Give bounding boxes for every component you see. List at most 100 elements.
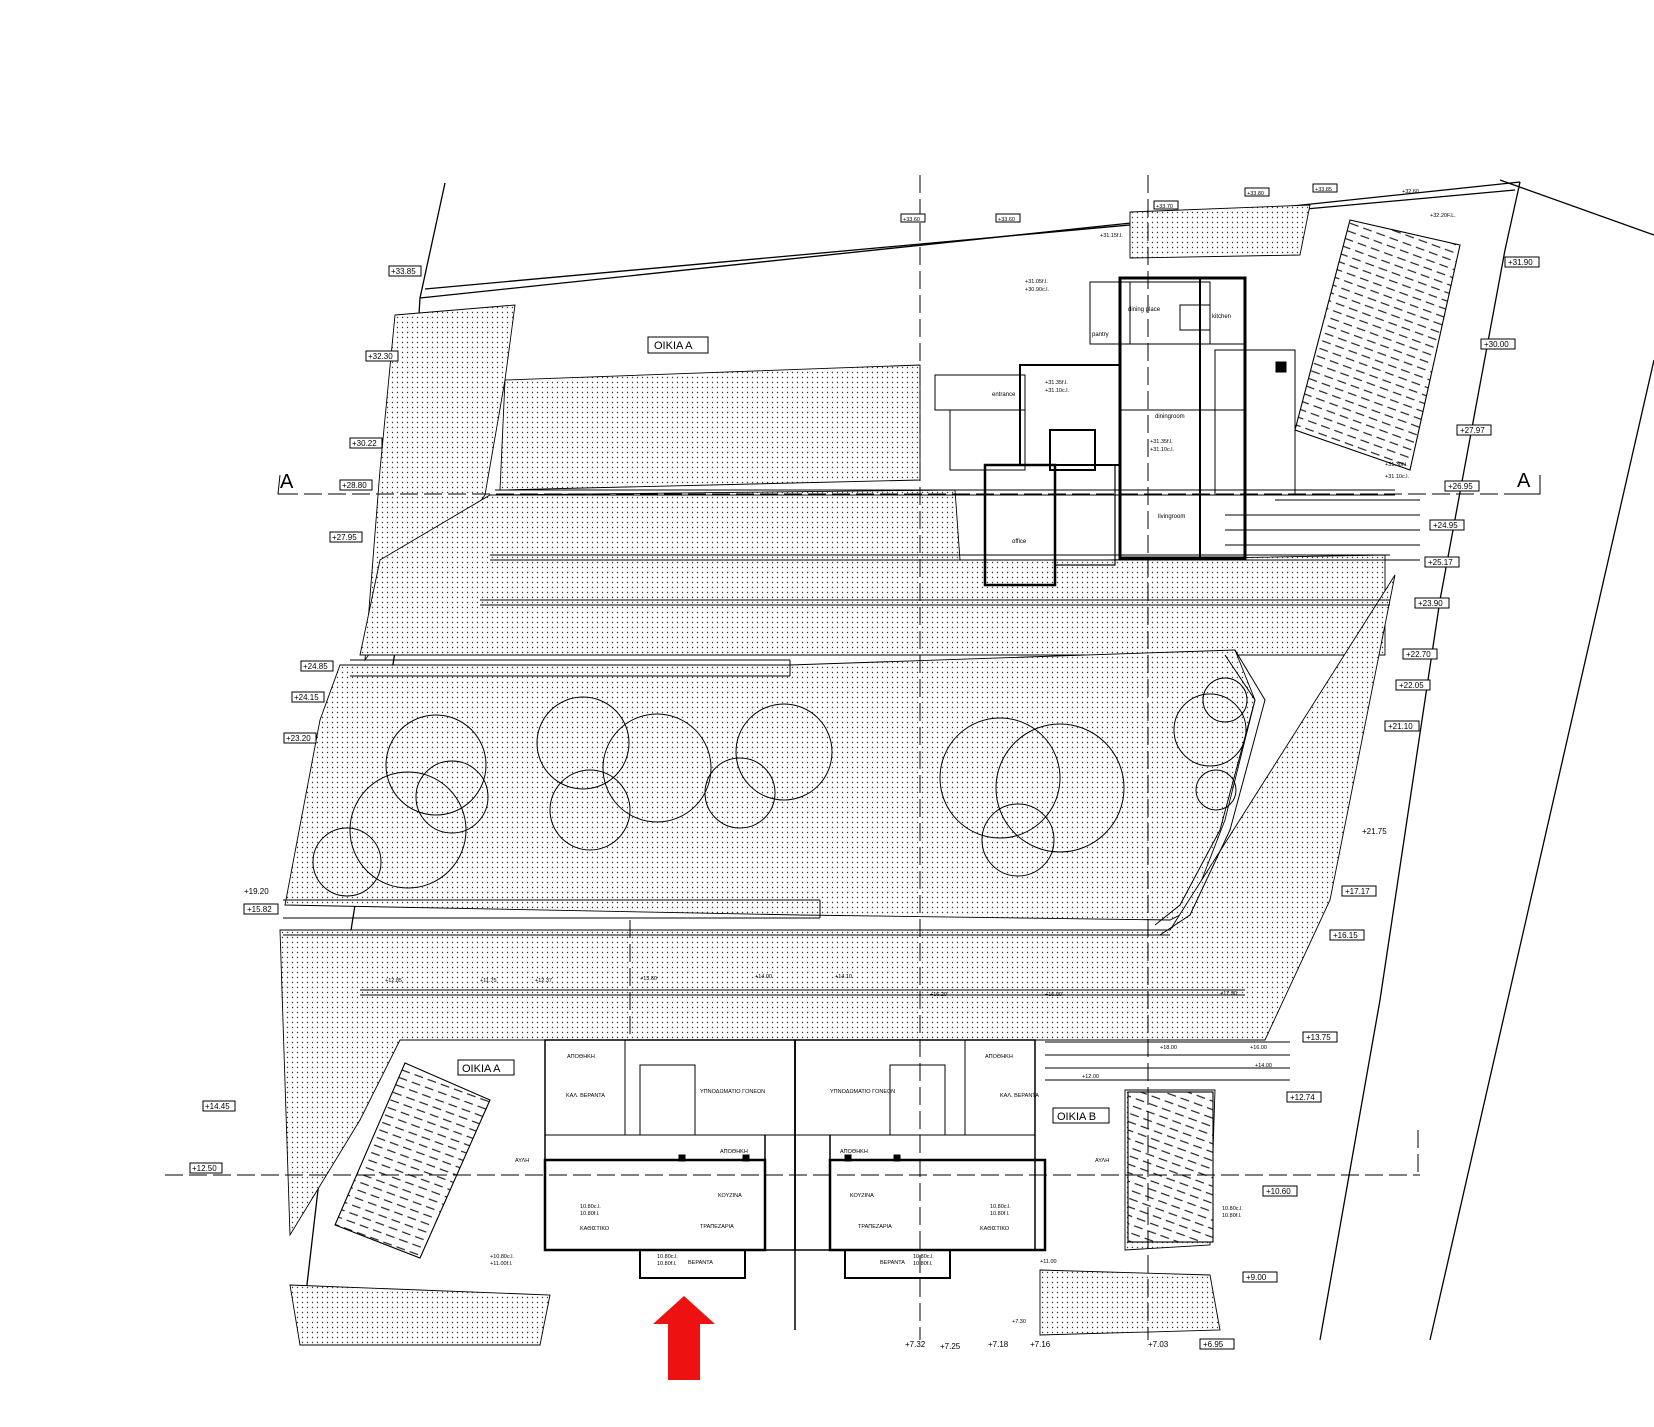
right-boundary-levels: +31.90 +30.00 +27.97 +26.95 +24.95 +25.1… [1242, 256, 1540, 1283]
room-a-kitchen: ΚΟΥΖΙΝΑ [718, 1193, 742, 1199]
room-dining-place: dining place [1128, 307, 1161, 313]
room-office: office [1012, 539, 1027, 545]
tree [549, 769, 631, 851]
room-livingroom: livingroom [1158, 514, 1185, 520]
boundary-level: +6.95 [1203, 1340, 1224, 1349]
boundary-level: +9.00 [1246, 1273, 1267, 1282]
boundary-level: +33.60 [903, 217, 920, 223]
road-level: +13.60 [640, 976, 657, 982]
lower-houses [543, 1039, 1047, 1330]
tree [349, 771, 467, 889]
level-a-veranda-fl: 10.80c.l. [657, 1254, 678, 1260]
road-level-markers: +12.85 +11.75 +12.37 +13.60 +14.00 +14.1… [385, 974, 1272, 1325]
boundary-level: +21.10 [1388, 722, 1413, 731]
section-mark-right-bracket [1522, 475, 1541, 495]
level-b-sitting-cl: 10.80f.l. [990, 1211, 1010, 1217]
room-b-kitchen: ΚΟΥΖΙΝΑ [850, 1193, 874, 1199]
room-b-storage-top: ΑΠΟΘΗΚΗ [985, 1054, 1013, 1060]
road-level: +12.85 [385, 978, 402, 984]
level-b-sitting-fl: 10.80c.l. [990, 1204, 1011, 1210]
terrace-walls [283, 489, 1420, 1081]
road-level: +14.10 [835, 974, 852, 980]
house-label-frame-a [457, 1059, 515, 1076]
boundary-level: +7.18 [988, 1340, 1009, 1349]
room-a-veranda: ΒΕΡΑΝΤΑ [688, 1260, 713, 1266]
boundary-level: +27.97 [1460, 426, 1485, 435]
tree [536, 696, 630, 790]
boundary-level: +12.74 [1290, 1093, 1315, 1102]
boundary-level: +33.60 [998, 217, 1015, 223]
boundary-level: +23.20 [286, 734, 311, 743]
tree [995, 723, 1125, 853]
house-label-frame-b [1052, 1107, 1110, 1124]
tree [981, 803, 1055, 877]
level-terrace-cl: +31.10c.l. [1385, 474, 1409, 480]
boundary-level: +7.03 [1148, 1340, 1169, 1349]
room-b-veranda: ΒΕΡΑΝΤΑ [880, 1260, 905, 1266]
section-mark-left: A [280, 471, 294, 493]
level-terrace-fl: +31.30f.l. [1385, 462, 1408, 468]
boundary-level: +15.82 [247, 905, 272, 914]
level-b-veranda-cl: 10.80f.l. [913, 1261, 933, 1267]
level-a-sitting-cl: 10.80f.l. [580, 1211, 600, 1217]
level-entrance-fl: +31.35f.l. [1045, 380, 1068, 386]
boundary-level: +10.60 [1266, 1187, 1291, 1196]
boundary-level: +7.16 [1030, 1340, 1051, 1349]
boundary-level: +24.95 [1433, 521, 1458, 530]
level-yard-a-fl: +10.80c.l. [490, 1254, 514, 1260]
boundary-level: +33.85 [391, 267, 416, 276]
section-mark-left-bracket [277, 474, 296, 495]
room-a-guest-veranda: ΚΑΛ. ΒΕΡΑΝΤΑ [566, 1093, 605, 1099]
room-a-dining: ΤΡΑΠΕΖΑΡΙΑ [700, 1224, 734, 1230]
boundary-level: +30.00 [1484, 340, 1509, 349]
boundary-level: +23.90 [1418, 599, 1443, 608]
boundary-level: +19.20 [244, 887, 269, 896]
boundary-level: +16.15 [1333, 931, 1358, 940]
boundary-level: +13.75 [1306, 1033, 1331, 1042]
boundary-level: +32.20F.L. [1430, 213, 1456, 219]
road-level: +16.20 [930, 992, 947, 998]
boundary-level: +33.70 [1156, 204, 1173, 210]
grid-axes [165, 175, 1540, 1340]
room-diningroom: diningroom [1155, 414, 1185, 420]
boundary-level: +27.95 [332, 533, 357, 542]
boundary-level: +14.45 [205, 1102, 230, 1111]
road-level: +12.37 [535, 978, 552, 984]
room-a-yard: ΑΥΛΗ [515, 1158, 529, 1164]
boundary-level: +25.17 [1428, 558, 1453, 567]
road-level: +16.00 [1045, 992, 1062, 998]
road-level: +14.00 [755, 974, 772, 980]
upper-house [934, 276, 1296, 587]
boundary-level: +30.22 [352, 439, 377, 448]
boundary-level: +24.85 [303, 662, 328, 671]
room-b-storage: ΑΠΟΘΗΚΗ [840, 1149, 868, 1155]
road-level: +16.00 [1250, 1045, 1267, 1051]
tree [735, 703, 833, 801]
room-a-storage-top: ΑΠΟΘΗΚΗ [567, 1054, 595, 1060]
tree [1173, 693, 1247, 767]
room-b-parents: ΥΠΝΟΔΩΜΑΤΙΟ ΓΟΝΕΩΝ [830, 1089, 895, 1095]
road-level: +11.75 [480, 978, 497, 984]
tree [704, 757, 776, 829]
room-b-guest-veranda: ΚΑΛ. ΒΕΡΑΝΤΑ [1000, 1093, 1039, 1099]
boundary-level: +32.30 [368, 352, 393, 361]
level-entrance-cl: +31.10c.l. [1045, 388, 1069, 394]
boundary-level: +7.25 [940, 1342, 961, 1351]
level-yard-b-cl: 10.80f.l. [1222, 1213, 1242, 1219]
boundary-level: +33.85 [1315, 187, 1332, 193]
tree [415, 760, 489, 834]
boundary-level: +32.60 [1402, 189, 1419, 195]
level-roof-fl: +31.05f.l. [1025, 279, 1048, 285]
road-level: +18.00 [1160, 1045, 1177, 1051]
boundary-level: +33.80 [1247, 191, 1264, 197]
room-b-dining: ΤΡΑΠΕΖΑΡΙΑ [858, 1224, 892, 1230]
level-wall-top: +31.15f.l. [1100, 233, 1123, 239]
section-mark-right: A [1517, 470, 1531, 492]
top-levels: +33.60 +33.60 +33.70 +33.80 +33.85 +32.6… [900, 183, 1456, 223]
road-level: +11.00 [1040, 1259, 1057, 1265]
room-b-sitting: ΚΑΘΙΣΤΙΚΟ [980, 1226, 1010, 1232]
boundary-level: +22.70 [1406, 650, 1431, 659]
tree [1195, 769, 1237, 811]
road-level: +12.00 [1082, 1074, 1099, 1080]
